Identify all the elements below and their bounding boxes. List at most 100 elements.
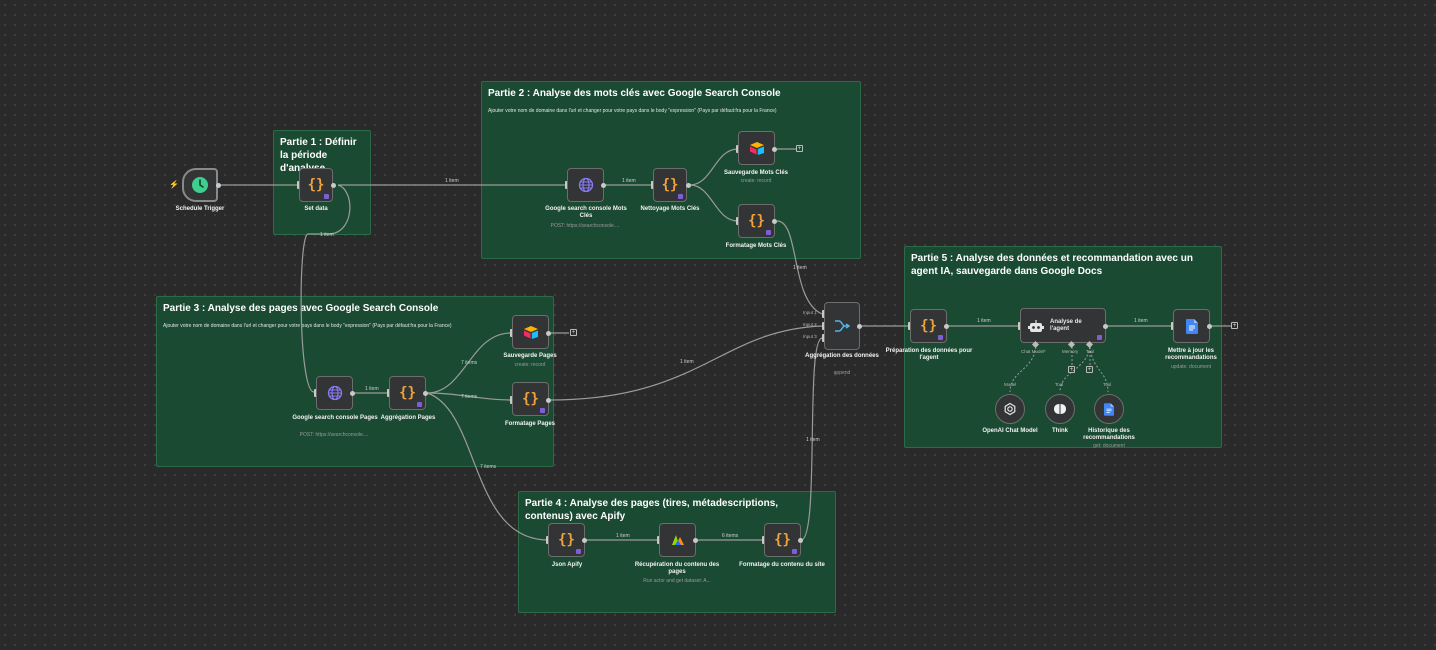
input-port[interactable] (1018, 322, 1021, 330)
node-think[interactable] (1045, 394, 1075, 424)
wire-label: 1 item (806, 437, 820, 443)
node-formatage-contenu-site[interactable]: {} (764, 523, 801, 557)
input-port[interactable] (510, 396, 513, 404)
sub-port-label: Model (1004, 382, 1017, 387)
input-port-1[interactable] (822, 310, 825, 318)
input-port[interactable] (314, 389, 317, 397)
output-handle[interactable] (601, 183, 606, 188)
node-sauvegarde-mots-cles[interactable] (738, 131, 775, 165)
input-port[interactable] (546, 536, 549, 544)
input-port[interactable] (510, 329, 513, 337)
braces-icon: {} (399, 385, 416, 401)
node-historique[interactable] (1094, 394, 1124, 424)
node-label: Google search console Mots Clés (545, 206, 627, 219)
node-label: Récupération du contenu des pages (634, 562, 720, 575)
output-handle[interactable] (798, 538, 803, 543)
group-title: Partie 3 : Analyse des pages avec Google… (163, 303, 439, 314)
node-label: Sauvegarde Mots Clés (723, 170, 789, 176)
node-recuperation-contenu[interactable] (659, 523, 696, 557)
input-port[interactable] (565, 181, 568, 189)
input-port[interactable] (387, 389, 390, 397)
braces-icon: {} (307, 177, 325, 193)
node-label: Nettoyage Mots Clés (640, 206, 700, 212)
wire-label: 1 item (320, 232, 334, 238)
output-handle[interactable] (686, 183, 691, 188)
group-title: Partie 5 : Analyse des données et recomm… (911, 253, 1193, 277)
code-badge-icon (938, 335, 943, 340)
node-analyse-agent[interactable]: Analyse de l'agent (1020, 308, 1106, 343)
node-openai-chat-model[interactable] (995, 394, 1025, 424)
merge-input-label: Input 2 (803, 322, 817, 327)
apify-icon (671, 535, 684, 545)
code-badge-icon (1097, 335, 1102, 340)
add-node-plus-icon[interactable]: + (570, 329, 577, 336)
add-node-plus-icon[interactable]: + (796, 145, 803, 152)
output-handle[interactable] (772, 147, 777, 152)
node-nettoyage-mots-cles[interactable]: {} (653, 168, 687, 202)
node-label: Google search console Pages (292, 415, 378, 421)
input-port-2[interactable] (822, 322, 825, 330)
output-handle[interactable] (693, 538, 698, 543)
node-formatage-mots-cles[interactable]: {} (738, 204, 775, 238)
sub-port-label: Tool (1055, 382, 1064, 387)
output-handle[interactable] (582, 538, 587, 543)
node-subtitle: Run actor and get dataset: A... (643, 578, 711, 584)
node-json-apify[interactable]: {} (548, 523, 585, 557)
node-label: Set data (304, 206, 328, 212)
output-handle[interactable] (1207, 324, 1212, 329)
input-port-3[interactable] (822, 334, 825, 342)
output-handle[interactable] (546, 398, 551, 403)
sub-port-label: Tool (1103, 382, 1112, 387)
node-subtitle: update: document (1170, 364, 1212, 370)
input-port[interactable] (1171, 322, 1174, 330)
group-title: Partie 2 : Analyse des mots clés avec Go… (488, 88, 781, 99)
output-handle[interactable] (857, 324, 862, 329)
node-schedule-trigger[interactable] (182, 168, 218, 202)
output-handle[interactable] (350, 391, 355, 396)
output-handle[interactable] (772, 219, 777, 224)
group-note: Ajouter votre nom de domaine dans l'url … (163, 323, 452, 329)
node-gsc-pages[interactable] (316, 376, 353, 410)
node-formatage-pages[interactable]: {} (512, 382, 549, 416)
node-label: Mettre à jour les recommandations (1165, 348, 1217, 361)
input-port[interactable] (908, 322, 911, 330)
merge-input-label: Input 3 (803, 334, 817, 339)
code-badge-icon (576, 549, 581, 554)
add-node-plus-icon[interactable]: + (1231, 322, 1238, 329)
input-port[interactable] (736, 145, 739, 153)
input-port[interactable] (736, 217, 739, 225)
globe-icon (578, 177, 593, 193)
node-gsc-mots-cles[interactable] (567, 168, 604, 202)
output-handle[interactable] (546, 331, 551, 336)
wire-label: 7 items (461, 394, 478, 400)
merge-input-label: Input 1 (803, 310, 817, 315)
node-aggregation-donnees[interactable] (824, 302, 860, 350)
node-preparation-donnees[interactable]: {} (910, 309, 947, 343)
node-subtitle: get: document (1093, 443, 1125, 449)
add-memory-plus-icon[interactable]: + (1068, 366, 1075, 373)
output-handle[interactable] (423, 391, 428, 396)
input-port[interactable] (297, 181, 300, 189)
add-tool-plus-icon[interactable]: + (1086, 366, 1093, 373)
node-sauvegarde-pages[interactable] (512, 315, 549, 349)
node-mettre-a-jour[interactable] (1173, 309, 1210, 343)
input-port[interactable] (657, 536, 660, 544)
merge-icon (835, 320, 850, 332)
input-port[interactable] (651, 181, 654, 189)
group-partie-3[interactable]: Partie 3 : Analyse des pages avec Google… (156, 296, 554, 467)
output-handle[interactable] (331, 183, 336, 188)
node-subtitle: create: record (514, 362, 546, 368)
output-handle[interactable] (1103, 324, 1108, 329)
input-port[interactable] (762, 536, 765, 544)
node-set-data[interactable]: {} (299, 168, 333, 202)
node-label: Historique des recommandations (1083, 428, 1135, 441)
node-aggregation-pages[interactable]: {} (389, 376, 426, 410)
wire-label: 1 item (977, 318, 991, 324)
output-handle[interactable] (944, 324, 949, 329)
wire-label: 7 items (461, 360, 478, 366)
node-label: Formatage du contenu du site (739, 562, 825, 568)
output-handle[interactable] (216, 183, 221, 188)
node-label: Sauvegarde Pages (503, 353, 557, 359)
node-label: Formatage Mots Clés (725, 243, 787, 249)
